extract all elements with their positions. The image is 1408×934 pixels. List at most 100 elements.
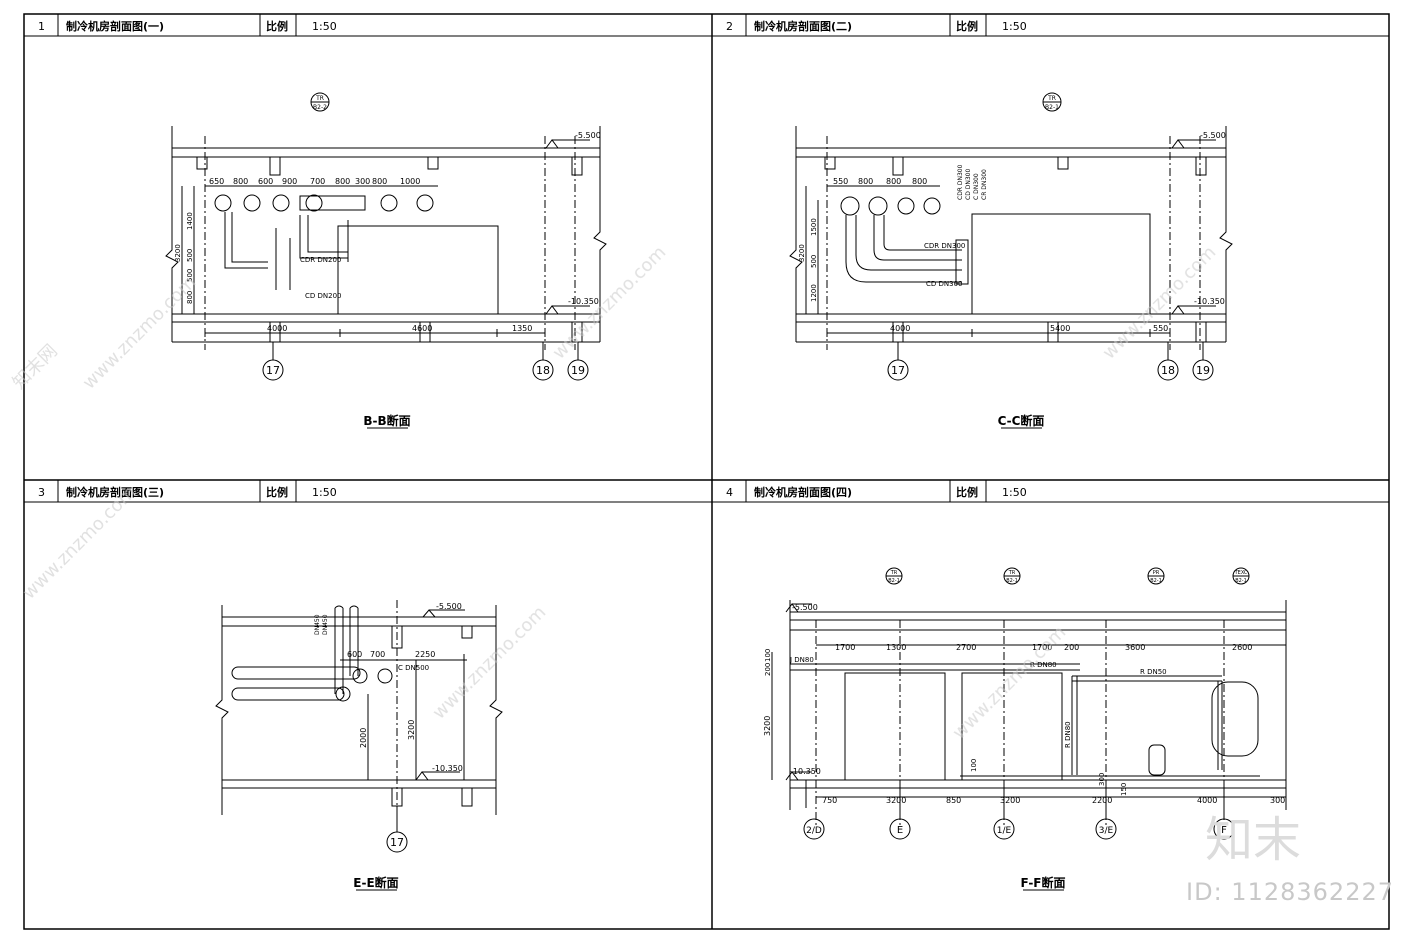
pipe-label: R DN80 xyxy=(1064,721,1072,748)
dim-top: 3600 xyxy=(1125,643,1145,652)
dim-vertical: 200 xyxy=(764,663,772,676)
dim-vertical: 500 xyxy=(186,269,194,282)
dim-top: 2700 xyxy=(956,643,976,652)
dim-vertical: 1400 xyxy=(186,212,194,230)
panel-title: 制冷机房剖面图(四) xyxy=(754,485,852,499)
panel-title: 制冷机房剖面图(三) xyxy=(66,485,164,499)
dim-top: 700 xyxy=(370,650,385,659)
tag-bottom: B2-2 xyxy=(313,104,327,111)
axis-label: F xyxy=(1221,825,1227,836)
dim-bottom: 4000 xyxy=(1197,796,1217,805)
tag-top: TEXC xyxy=(1234,570,1248,576)
scale-label: 比例 xyxy=(956,19,978,33)
axis-label: E xyxy=(897,825,903,836)
tag-bottom: B2-1 xyxy=(1150,578,1162,584)
dim-vertical: 800 xyxy=(186,291,194,304)
dim-top: 800 xyxy=(858,177,873,186)
section-e-e xyxy=(215,600,503,891)
pipe-label: CD DN200 xyxy=(305,292,342,300)
axis-label: 3/E xyxy=(1099,826,1114,836)
dim-top: 200 xyxy=(1064,643,1079,652)
section-c-c-text: -5.500 -10.350 550 800 800 800 4000 5400… xyxy=(798,131,1226,428)
pipe-label: R DN80 xyxy=(1030,661,1057,669)
section-tags xyxy=(885,567,1250,585)
panel-number: 2 xyxy=(726,20,733,33)
watermark-logo: 知末 xyxy=(1205,812,1302,868)
panel-number: 3 xyxy=(38,486,45,499)
pipe-label: C DN300 xyxy=(973,173,980,200)
dim-top: 700 xyxy=(310,177,325,186)
dim-top: 1700 xyxy=(1032,643,1052,652)
dim-vertical: 3200 xyxy=(174,244,182,262)
section-caption: E-E断面 xyxy=(353,875,398,890)
pipe-label: CD DN300 xyxy=(965,169,972,200)
axis-label: 19 xyxy=(1196,364,1210,377)
dim-vertical: 100 xyxy=(764,649,772,662)
svg-text:B2-1: B2-1 xyxy=(1045,104,1059,111)
dim-top: 800 xyxy=(335,177,350,186)
watermark-text: www.znzmo.com xyxy=(549,242,671,364)
axis-label: 17 xyxy=(891,364,905,377)
section-caption: F-F断面 xyxy=(1020,875,1065,890)
axis-label: 18 xyxy=(1161,364,1175,377)
scale-label: 比例 xyxy=(956,485,978,499)
tag-top: PR xyxy=(1153,570,1160,576)
elevation-top: -5.500 xyxy=(1200,131,1226,140)
watermark-brand: 知末网 xyxy=(9,341,62,394)
dim-top: 2600 xyxy=(1232,643,1252,652)
pipe-label: J DN80 xyxy=(789,656,814,664)
dim-bottom: 3200 xyxy=(1000,796,1020,805)
dim-top: 550 xyxy=(833,177,848,186)
section-b-b-text: -5.500 -10.350 650 800 600 900 700 800 3… xyxy=(174,131,601,428)
tag-bottom: B2-1 xyxy=(1235,578,1247,584)
elevation-top: -5.500 xyxy=(436,602,462,611)
dim-bottom: 5400 xyxy=(1050,324,1070,333)
tag-top: TR xyxy=(1008,570,1016,576)
elevation-bottom: -10.350 xyxy=(790,767,821,776)
section-b-b: TR B2-2 xyxy=(165,92,607,429)
dim-top: 300 xyxy=(355,177,370,186)
dim-bottom: 4600 xyxy=(412,324,432,333)
scale-value: 1:50 xyxy=(1002,20,1027,33)
axis-label: 18 xyxy=(536,364,550,377)
section-caption: B-B断面 xyxy=(363,413,410,428)
pipe-label: CR DN300 xyxy=(981,169,988,200)
panel-title: 制冷机房剖面图(二) xyxy=(754,19,852,33)
axis-label: 19 xyxy=(571,364,585,377)
dim-top: 2250 xyxy=(415,650,435,659)
watermark-layer: www.znzmo.com www.znzmo.com www.znzmo.co… xyxy=(9,242,1221,744)
elevation-top: -5.500 xyxy=(792,603,818,612)
elevation-bottom: -10.350 xyxy=(1194,297,1225,306)
dim-vertical: 3200 xyxy=(763,716,772,736)
dim-bottom: 1350 xyxy=(512,324,532,333)
elevation-top: -5.500 xyxy=(575,131,601,140)
elevation-bottom: -10.350 xyxy=(432,764,463,773)
dim-top: 650 xyxy=(209,177,224,186)
pipe-label: CDR DN300 xyxy=(957,164,964,200)
section-c-c: TR B2-1 xyxy=(789,92,1233,429)
scale-value: 1:50 xyxy=(312,486,337,499)
title-bar-panel-1: 1 制冷机房剖面图(一) 比例 1:50 xyxy=(23,13,713,37)
tag-top: TR xyxy=(315,95,324,102)
dim-top: 800 xyxy=(886,177,901,186)
axis-label: 1/E xyxy=(997,826,1012,836)
dim-bottom: 850 xyxy=(946,796,961,805)
section-tag: TR B2-2 xyxy=(310,92,330,112)
pipe-label: CD DN300 xyxy=(926,280,963,288)
title-bar-panel-4: 4 制冷机房剖面图(四) 比例 1:50 xyxy=(711,479,1390,503)
tag-bottom: B2-1 xyxy=(1006,578,1018,584)
dim-vertical: 2000 xyxy=(359,728,368,748)
dim-top: 1700 xyxy=(835,643,855,652)
scale-label: 比例 xyxy=(266,19,288,33)
panel-title: 制冷机房剖面图(一) xyxy=(66,19,164,33)
watermark-text: www.znzmo.com xyxy=(19,482,141,604)
panel-number: 1 xyxy=(38,20,45,33)
section-tag: TR B2-1 xyxy=(1042,92,1062,112)
dim-vertical: 500 xyxy=(186,249,194,262)
dim-bottom: 4000 xyxy=(267,324,287,333)
tag-bottom: B2-1 xyxy=(888,578,900,584)
tag-top: TR xyxy=(890,570,898,576)
dim-top: 600 xyxy=(347,650,362,659)
dim-top: 600 xyxy=(258,177,273,186)
